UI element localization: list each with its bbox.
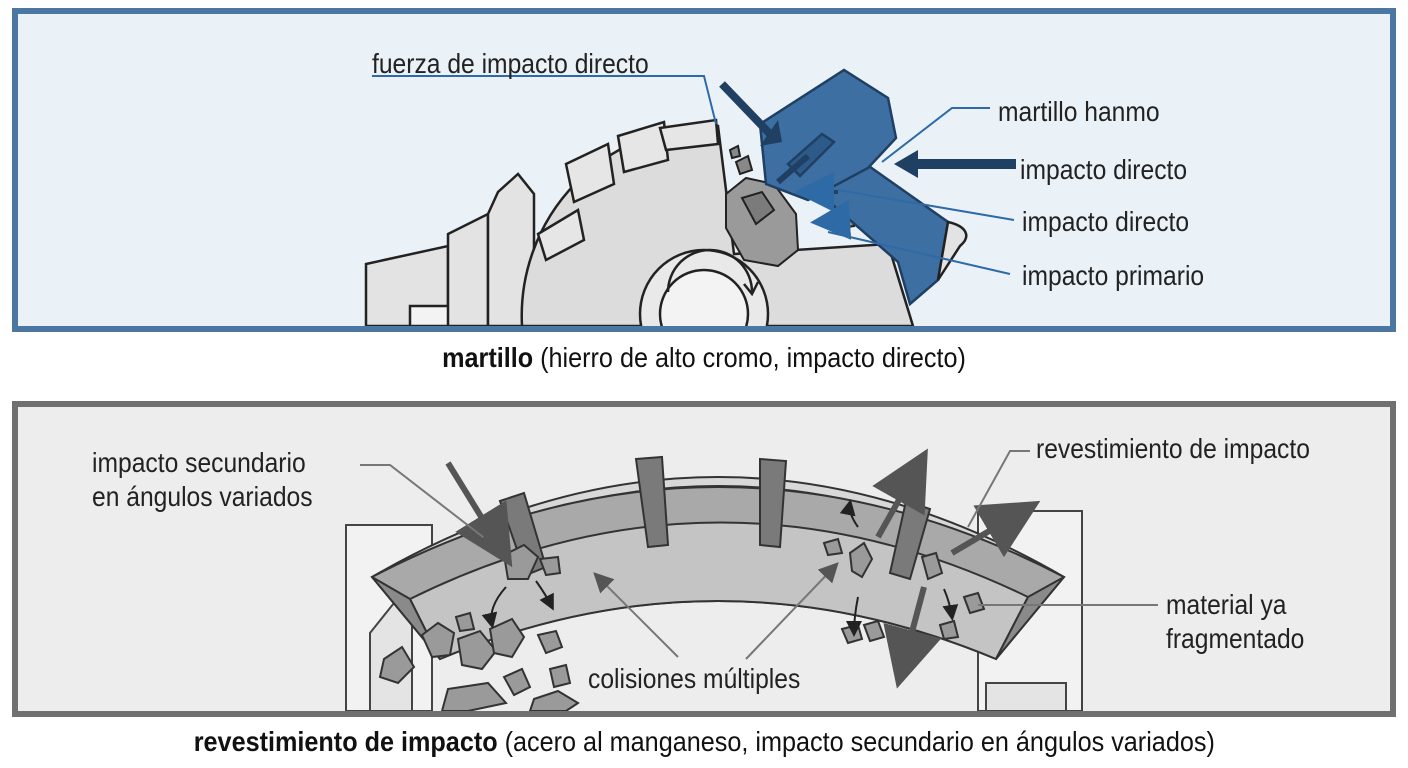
label-fragmented-line1: material ya: [1166, 589, 1287, 620]
motion-arrows: [481, 499, 959, 637]
label-direct-impact-2: impacto directo: [1022, 206, 1190, 237]
label-hammer: martillo hanmo: [998, 96, 1160, 127]
liner-caption-bold: revestimiento de impacto: [193, 726, 498, 757]
label-direct-impact-1: impacto directo: [1020, 154, 1188, 185]
leader-lines: [372, 75, 1015, 275]
hammer-panel: fuerza de impacto directo martillo hanmo…: [12, 8, 1396, 332]
liner-diagram: [345, 448, 1158, 711]
crusher-rotor-icon: [520, 118, 915, 326]
crusher-housing: [364, 172, 536, 326]
hammer-caption-bold: martillo: [442, 342, 534, 373]
label-liner: revestimiento de impacto: [1036, 433, 1310, 464]
rotation-arrow-icon: [666, 248, 760, 297]
liner-panel: impacto secundario en ángulos variados r…: [12, 401, 1396, 717]
liner-caption-rest: (acero al manganeso, impacto secundario …: [504, 726, 1215, 757]
label-secondary-line2: en ángulos variados: [92, 481, 313, 512]
label-collisions: colisiones múltiples: [588, 663, 801, 694]
label-direct-force: fuerza de impacto directo: [372, 48, 649, 79]
liner-plate-icon: [370, 455, 1066, 661]
liner-caption: revestimiento de impacto (acero al manga…: [0, 726, 1408, 758]
hammer-diagram: [364, 68, 1016, 326]
hammer-caption-rest: (hierro de alto cromo, impacto directo): [540, 342, 966, 373]
label-primary-impact: impacto primario: [1022, 260, 1205, 291]
hammer-caption: martillo (hierro de alto cromo, impacto …: [0, 342, 1408, 374]
label-fragmented-line2: fragmentado: [1166, 623, 1305, 654]
label-secondary-line1: impacto secundario: [92, 447, 306, 478]
impact-arrow-icon: [719, 81, 1016, 240]
leader-lines: [360, 450, 1158, 660]
